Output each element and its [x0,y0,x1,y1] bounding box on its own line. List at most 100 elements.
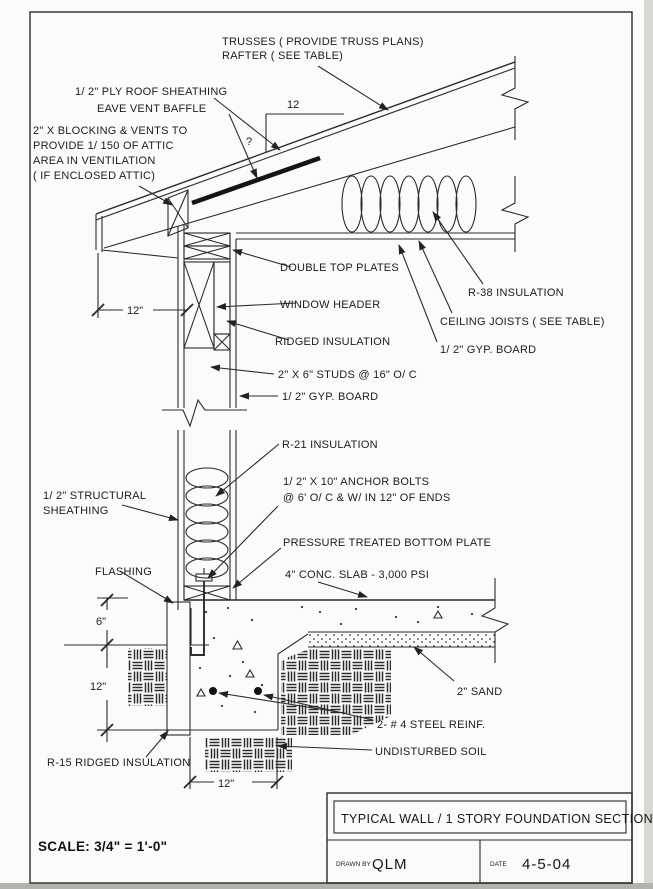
roof-sheathing-bottom-line [95,67,516,221]
dim-slab-to-grade-text: 6" [96,616,106,628]
double-top-plates [183,232,231,260]
label-ply-sheathing: 1/ 2" PLY ROOF SHEATHING [75,86,227,98]
label-anchor-bolts-line-1: 1/ 2" X 10" ANCHOR BOLTS [283,476,429,488]
label-gyp-board-wall: 1/ 2" GYP. BOARD [282,391,378,403]
leader-steel-reinf-2 [218,690,346,714]
dim-footing-width: 12" [183,737,284,790]
soil-hatch-below-footing [205,738,292,772]
footing-interior-face [277,633,309,730]
title-block: TYPICAL WALL / 1 STORY FOUNDATION SECTIO… [326,792,653,884]
wall-assembly [162,225,247,656]
label-blocking-line-2: PROVIDE 1/ 150 OF ATTIC [33,140,174,152]
drawn-by-value: QLM [372,856,408,873]
leader-bottom-plate [232,547,282,589]
slab-break-symbol [480,578,510,663]
leader-flashing [119,570,174,604]
leader-window-header [216,302,297,311]
annotation-labels: TRUSSES ( PROVIDE TRUSS PLANS) RAFTER ( … [33,36,605,769]
label-eave-baffle: EAVE VENT BAFFLE [97,103,206,115]
slope-rise-label: ? [246,136,252,148]
flashing-line [190,608,209,646]
label-bottom-plate: PRESSURE TREATED BOTTOM PLATE [283,537,491,549]
leader-trusses [317,65,389,111]
dim-eave-text: 12" [127,305,143,317]
label-r15-insulation: R-15 RIDGED INSULATION [47,757,190,769]
leader-anchor-bolts [207,505,279,579]
slope-marker: 12 ? [246,99,344,152]
label-ceiling-joists: CEILING JOISTS ( SEE TABLE) [440,316,605,328]
leader-conc-slab [317,581,368,598]
label-ridged-insulation: RIDGED INSULATION [275,336,390,348]
label-flashing: FLASHING [95,566,152,578]
concrete-aggregate-triangles [196,609,443,697]
label-steel-reinf: 2- # 4 STEEL REINF. [377,719,485,731]
leader-studs [210,364,275,375]
title-box [333,800,627,834]
leader-blocking [138,185,173,206]
leader-steel-reinf-1 [263,693,374,721]
soil-hatch-interior [281,649,391,735]
leader-gyp-ceiling [398,244,438,343]
scan-edge-bottom [0,883,653,889]
rebar-dot-right [254,687,262,695]
leader-sand [413,646,455,682]
label-anchor-bolts-line-2: @ 6' O/ C & W/ IN 12" OF ENDS [283,492,450,504]
ceiling-break-symbol [500,176,530,252]
leader-r15 [145,730,169,758]
label-blocking-line-1: 2" X BLOCKING & VENTS TO [33,125,188,137]
label-trusses-line-1: TRUSSES ( PROVIDE TRUSS PLANS) [222,36,424,48]
drawn-by-label: DRAWN BY [336,861,371,868]
scale-note: SCALE: 3/4" = 1'-0" [38,839,167,854]
label-r38-insulation: R-38 INSULATION [468,287,564,299]
scan-edge-right [644,0,653,889]
r21-insulation-batts [185,467,229,579]
roof-break-symbol [500,56,530,140]
soffit-line [101,249,179,259]
label-structural-sheathing-line-2: SHEATHING [43,505,109,517]
leader-structural-sheathing [121,504,179,522]
anchor-bolt [190,568,213,656]
rebar-dot-left [209,687,217,695]
roof-sheathing-top-line [95,61,516,215]
leader-ceiling-joists [418,240,453,314]
label-r21-insulation: R-21 INSULATION [282,439,378,451]
window-header [183,261,231,351]
soil-hatch-exterior [128,648,167,706]
leader-eave-baffle [228,113,258,179]
leader-double-top-plates [232,249,292,268]
label-undisturbed-soil: UNDISTURBED SOIL [375,746,487,758]
wall-break-symbol [162,398,247,428]
label-blocking-line-3: AREA IN VENTILATION [33,155,156,167]
drawing-title: TYPICAL WALL / 1 STORY FOUNDATION SECTIO… [341,812,653,826]
leader-ridged-insulation [226,320,290,341]
leader-undisturbed-soil [277,742,373,751]
date-value: 4-5-04 [522,856,571,873]
dim-footing-width-text: 12" [218,778,234,790]
label-structural-sheathing-line-1: 1/ 2" STRUCTURAL [43,490,146,502]
label-gyp-board-ceiling: 1/ 2" GYP. BOARD [440,344,536,356]
sand-layer [308,633,495,647]
label-studs: 2" X 6" STUDS @ 16" O/ C [278,369,417,381]
label-double-top-plates: DOUBLE TOP PLATES [280,262,399,274]
leader-r21 [215,443,280,497]
label-sand: 2" SAND [457,686,502,698]
eave-vent-baffle-line [191,155,321,206]
concrete-stipple [198,605,474,714]
date-label: DATE [490,861,508,868]
dimensions: 12" 6" 12" 12" [90,253,284,790]
rafter-bottom-line [103,126,516,249]
dim-grade-to-footing-text: 12" [90,681,106,693]
label-conc-slab: 4" CONC. SLAB - 3,000 PSI [285,569,429,581]
slope-run-label: 12 [287,99,299,111]
leader-ply-sheathing [213,97,281,151]
dim-foundation-depth: 6" 12" [90,593,128,742]
dim-eave-overhang: 12" [91,253,194,318]
foundation-assembly [64,578,510,772]
label-window-header: WINDOW HEADER [280,299,380,311]
label-trusses-line-2: RAFTER ( SEE TABLE) [222,50,343,62]
leader-r38 [432,211,484,285]
leader-lines [119,65,484,758]
